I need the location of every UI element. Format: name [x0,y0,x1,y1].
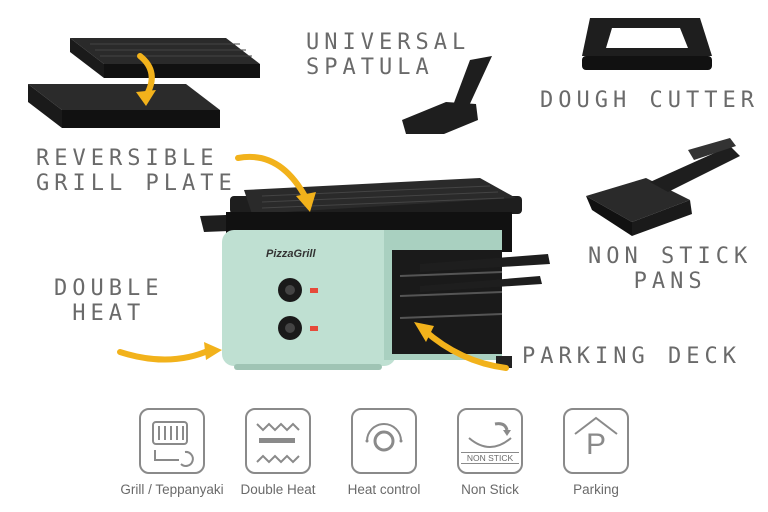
label-line: DOUBLE [54,276,164,301]
label-universal-spatula: UNIVERSAL SPATULA [306,30,470,81]
feature-caption: Double Heat [240,482,316,497]
feature-caption: Heat control [347,482,421,497]
double-heat-icon [245,408,311,474]
arrow-double-heat [117,347,213,363]
label-line: REVERSIBLE [36,146,219,171]
dough-cutter-image [582,18,712,70]
arrow-parking-deck [421,327,509,371]
non-stick-badge: NON STICK [461,452,519,464]
feature-caption: Non Stick [461,482,519,497]
label-line: SPATULA [306,55,434,81]
feature-double-heat: Double Heat [223,408,333,497]
brand-logo: PizzaGrill [266,248,316,260]
non-stick-pan-image [586,138,740,236]
parking-icon: P [563,408,629,474]
label-line: PANS [633,269,707,295]
parking-letter: P [585,428,606,461]
grill-teppanyaki-icon [139,408,205,474]
grill-plates-image [28,38,260,128]
raclette-grill-image [200,178,550,370]
label-line: UNIVERSAL [306,30,471,55]
feature-caption: Grill / Teppanyaki [120,482,224,497]
feature-grill-teppanyaki: Grill / Teppanyaki [117,408,227,497]
label-line: HEAT [72,301,146,327]
label-line: GRILL PLATE [36,171,237,197]
heat-control-icon [351,408,417,474]
feature-caption: Parking [573,482,619,497]
non-stick-icon: NON STICK [457,408,523,474]
label-reversible-grill-plate: REVERSIBLE GRILL PLATE [36,146,237,197]
spatula-image [402,56,492,134]
feature-parking: P Parking [541,408,651,497]
arrow-grill-plate [235,153,309,201]
label-double-heat: DOUBLE HEAT [54,276,163,327]
label-parking-deck: PARKING DECK [522,344,741,369]
feature-heat-control: Heat control [329,408,439,497]
label-line: NON STICK [588,244,753,269]
label-dough-cutter: DOUGH CUTTER [540,88,759,113]
feature-non-stick: NON STICK Non Stick [435,408,545,497]
label-non-stick-pans: NON STICK PANS [588,244,752,295]
